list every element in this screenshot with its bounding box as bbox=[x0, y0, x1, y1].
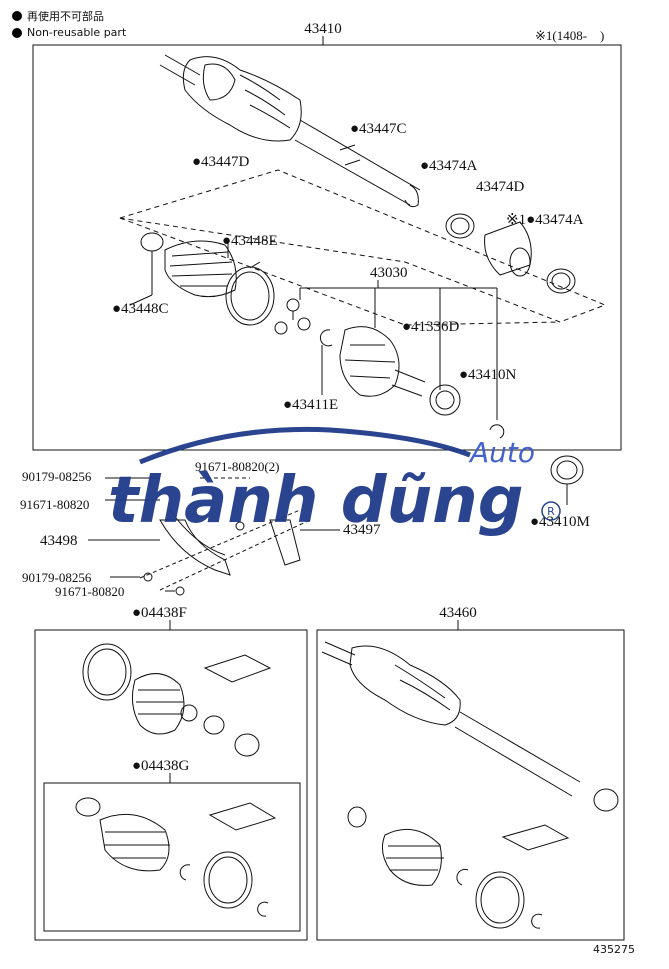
bracket-43498 bbox=[143, 509, 301, 596]
clamp-43448C bbox=[140, 232, 164, 252]
label-43447C: ●43447C bbox=[350, 121, 407, 137]
label-41336D: ●41336D bbox=[402, 319, 460, 335]
label-43448E: ●43448E bbox=[222, 233, 278, 249]
label-91671-80820-2: 91671-80820(2) bbox=[195, 459, 280, 474]
label-43498: 43498 bbox=[40, 533, 78, 549]
label-43410N: ●43410N bbox=[459, 367, 517, 383]
seal-43410M bbox=[550, 455, 584, 485]
drive-shaft-drawing bbox=[159, 54, 421, 208]
watermark-car-swoosh bbox=[139, 426, 471, 465]
watermark-main-text: thành dũng bbox=[108, 464, 524, 538]
label-43410M: ●43410M bbox=[530, 514, 590, 530]
boot-inner bbox=[164, 240, 237, 298]
tripod-joint bbox=[274, 298, 311, 335]
assembly-number-43410: 43410 bbox=[304, 21, 342, 37]
label-43497: 43497 bbox=[343, 522, 381, 538]
snap-ring-43411E bbox=[319, 329, 333, 347]
kit-04438G-frame bbox=[43, 782, 301, 932]
label-91671-80820-1: 91671-80820 bbox=[20, 497, 89, 512]
ring-43410N bbox=[489, 424, 505, 439]
label-90179-08256-1: 90179-08256 bbox=[22, 469, 92, 484]
label-shaft-43460: 43460 bbox=[439, 605, 477, 621]
label-43474A-2: ※1●43474A bbox=[506, 212, 584, 228]
label-43474D: 43474D bbox=[476, 179, 525, 195]
shaft-43460-frame bbox=[316, 629, 625, 941]
label-91671-80820-3: 91671-80820 bbox=[55, 584, 124, 599]
legend-en-text: Non-reusable part bbox=[27, 26, 127, 39]
bracket-43497 bbox=[269, 519, 301, 566]
note-text: ※1(1408- ) bbox=[535, 28, 604, 43]
bullet-icon bbox=[12, 11, 22, 21]
label-43411E: ●43411E bbox=[283, 397, 338, 413]
registered-mark-letter: R bbox=[547, 505, 555, 518]
legend-non-reusable-en: Non-reusable part bbox=[12, 26, 126, 39]
top-assembly-frame bbox=[32, 44, 622, 451]
bullet-icon bbox=[12, 27, 22, 38]
boot-43474D bbox=[484, 221, 532, 276]
clamp-43448E bbox=[225, 266, 275, 326]
label-43448C: ●43448C bbox=[112, 301, 169, 317]
label-43474A-1: ●43474A bbox=[420, 158, 478, 174]
label-kit-04438F: ●04438F bbox=[132, 605, 187, 621]
boot-kit-dashed-box bbox=[119, 169, 607, 323]
label-90179-08256-2: 90179-08256 bbox=[22, 570, 92, 585]
legend-non-reusable-jp: 再使用不可部品 bbox=[12, 8, 104, 24]
legend-jp-text: 再使用不可部品 bbox=[27, 10, 104, 23]
watermark-sub-text: Auto bbox=[468, 436, 535, 469]
clamp-43474A-2 bbox=[546, 268, 576, 294]
label-43447D: ●43447D bbox=[192, 154, 250, 170]
label-43030: 43030 bbox=[370, 265, 408, 281]
seal-43410N bbox=[429, 384, 461, 416]
outer-joint-housing bbox=[339, 326, 400, 397]
clamp-43474A-1 bbox=[445, 213, 475, 239]
registered-mark-icon bbox=[541, 501, 561, 521]
kit-04438F-frame bbox=[34, 629, 308, 941]
label-kit-04438G: ●04438G bbox=[132, 758, 190, 774]
catalog-id: 435275 bbox=[593, 943, 635, 956]
watermark-logo: thành dũng Auto R bbox=[108, 426, 561, 538]
